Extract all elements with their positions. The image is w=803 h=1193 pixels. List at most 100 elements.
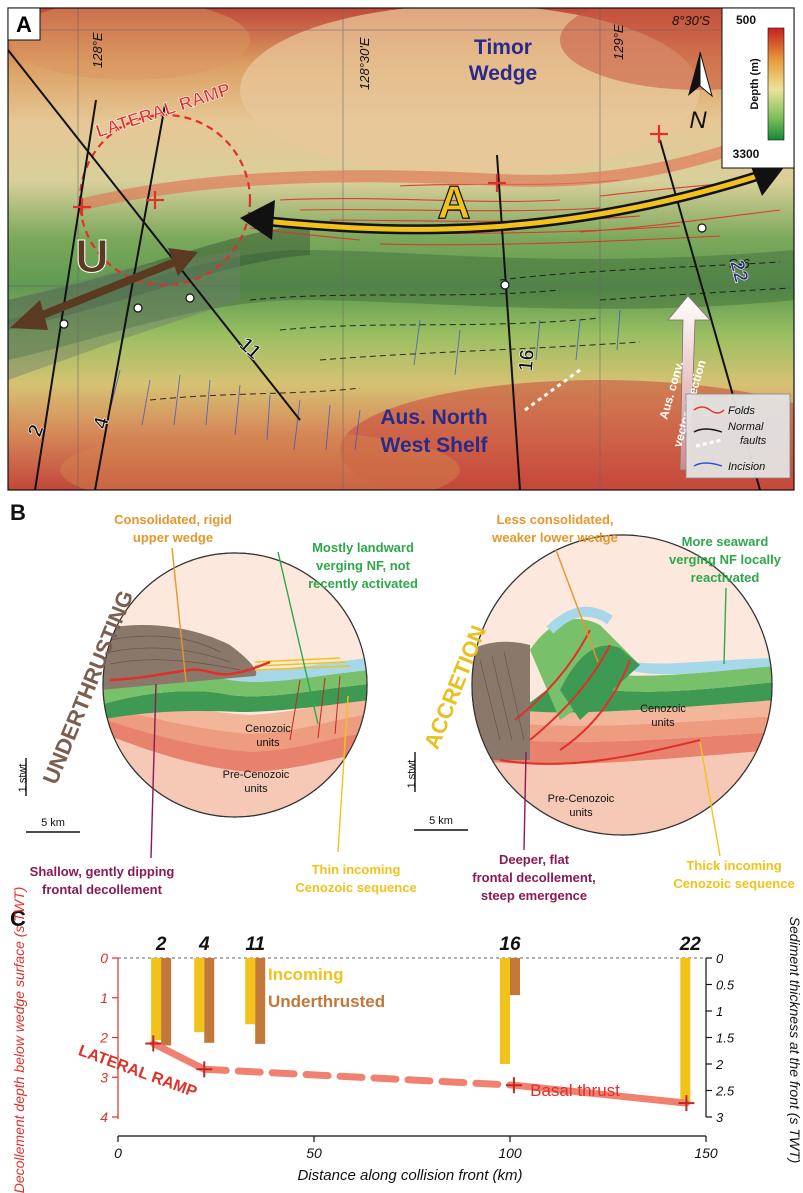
profile-number-2: 2 xyxy=(155,934,167,955)
timor-label-1: Timor xyxy=(474,36,532,59)
y-left-title: Decollement depth below wedge surface (s… xyxy=(11,887,27,1193)
y-right-tick-label: 2 xyxy=(715,1057,724,1072)
ut-top-2: upper wedge xyxy=(133,530,213,545)
bar-underthrusted-2 xyxy=(161,958,172,1046)
profile-number-22: 22 xyxy=(679,934,702,955)
key-normal-2: faults xyxy=(740,435,767,447)
y-right-tick-label: 3 xyxy=(716,1110,724,1125)
ac-scale-h: 5 km xyxy=(429,815,453,827)
ut-nf-3: recently activated xyxy=(308,576,418,591)
bar-incoming-11 xyxy=(245,958,256,1025)
legend-incoming: Incoming xyxy=(268,965,344,984)
ac-top-1: Less consolidated, xyxy=(496,512,613,527)
bar-incoming-2 xyxy=(151,958,162,1041)
y-left-tick-label: 3 xyxy=(100,1069,108,1085)
legend-underthrusted: Underthrusted xyxy=(268,992,385,1011)
underthrusting-arrow xyxy=(28,254,187,324)
big-a-label: A xyxy=(437,176,470,228)
key-normal-1: Normal xyxy=(728,421,764,433)
ut-dec-1: Shallow, gently dipping xyxy=(30,864,175,879)
ac-thick-2: Cenozoic sequence xyxy=(673,876,794,891)
ac-dec-3: steep emergence xyxy=(481,888,587,903)
ut-scale-h: 5 km xyxy=(41,817,65,829)
panel-a-letter: A xyxy=(16,12,32,37)
basal-thrust-label: Basal thrust xyxy=(530,1081,620,1100)
lon-label-2: 128°30'E xyxy=(357,37,372,90)
timor-label-2: Wedge xyxy=(469,62,537,85)
y-right-title: Sediment thickness at the front (s TWT) xyxy=(787,917,803,1164)
bar-incoming-16 xyxy=(500,958,510,1064)
big-u-label: U xyxy=(75,230,108,282)
ac-nf-3: reactivated xyxy=(691,570,760,585)
accretion-section: ACCRETION Less consolidated, weaker lowe… xyxy=(406,512,795,903)
bar-underthrusted-11 xyxy=(255,958,266,1044)
legend-bottom: 3300 xyxy=(733,147,760,161)
ut-thin-1: Thin incoming xyxy=(312,862,401,877)
north-arrow: N xyxy=(688,51,713,134)
y-left-tick-label: 2 xyxy=(99,1030,108,1046)
decollement-basal-segment xyxy=(510,1081,690,1107)
bar-underthrusted-4 xyxy=(204,958,215,1043)
ut-ceno-1: Cenozoic xyxy=(245,723,291,735)
x-axis-title: Distance along collision front (km) xyxy=(297,1167,522,1184)
panel-a: A 128°E 128°30'E 129°E 8°30'S 9°S 500 33… xyxy=(7,7,795,491)
ut-nf-1: Mostly landward xyxy=(312,540,414,555)
profile-number-11: 11 xyxy=(245,934,265,955)
legend-top: 500 xyxy=(736,13,756,27)
ac-nf-1: More seaward xyxy=(682,534,769,549)
x-tick-label: 100 xyxy=(498,1145,522,1161)
panel-c-letter: C xyxy=(10,906,26,931)
ac-dec-1: Deeper, flat xyxy=(499,852,570,867)
y-left-tick-label: 4 xyxy=(100,1109,108,1125)
decollement-inferred-segment xyxy=(200,1065,518,1089)
ac-pre-2: units xyxy=(569,807,593,819)
legend-title: Depth (m) xyxy=(749,58,761,110)
ut-dec-2: frontal decollement xyxy=(42,882,163,897)
y-right-tick-label: 0 xyxy=(716,951,724,966)
ac-dec-2: frontal decollement, xyxy=(472,870,596,885)
lat-label-2: 9°S xyxy=(729,256,750,271)
y-right-tick-label: 1.5 xyxy=(716,1031,735,1046)
bar-incoming-4 xyxy=(194,958,205,1033)
ac-pre-1: Pre-Cenozoic xyxy=(548,793,615,805)
shelf-label-2: West Shelf xyxy=(381,434,489,457)
ac-top-2: weaker lower wedge xyxy=(491,530,618,545)
decollement-ramp-segment xyxy=(149,1039,208,1073)
ac-ceno-2: units xyxy=(651,717,675,729)
y-right-tick-label: 1 xyxy=(716,1004,723,1019)
bar-underthrusted-16 xyxy=(510,958,520,996)
north-label: N xyxy=(689,107,707,134)
ac-nf-2: verging NF locally xyxy=(669,552,782,567)
lon-label-1: 128°E xyxy=(90,32,105,68)
x-tick-label: 150 xyxy=(694,1145,718,1161)
depth-legend: 500 3300 Depth (m) xyxy=(721,7,795,169)
x-tick-label: 0 xyxy=(114,1145,122,1161)
profile-number-4: 4 xyxy=(198,934,210,955)
ut-pre-1: Pre-Cenozoic xyxy=(223,769,290,781)
lat-label-1: 8°30'S xyxy=(672,13,710,28)
lon-label-3: 129°E xyxy=(611,24,626,60)
x-tick-label: 50 xyxy=(306,1145,322,1161)
shelf-label-1: Aus. North xyxy=(380,406,487,429)
underthrusting-section: UNDERTHRUSTING Consolidated, rigid upper… xyxy=(17,512,418,897)
bar-incoming-22 xyxy=(680,958,691,1104)
ac-scale-v: 1 stwt xyxy=(406,760,418,789)
panel-b-letter: B xyxy=(10,500,26,525)
ut-scale-v: 1 stwt xyxy=(17,764,29,793)
key-incision: Incision xyxy=(728,461,765,473)
ac-thick-1: Thick incoming xyxy=(686,858,781,873)
ut-nf-2: verging NF, not xyxy=(316,558,411,573)
y-right-tick-label: 2.5 xyxy=(715,1084,735,1099)
y-left-tick-label: 1 xyxy=(100,990,108,1006)
ac-ceno-1: Cenozoic xyxy=(640,703,686,715)
y-right-tick-label: 0.5 xyxy=(716,978,735,993)
key-folds: Folds xyxy=(728,405,755,417)
ut-pre-2: units xyxy=(244,783,268,795)
y-left-tick-label: 0 xyxy=(100,950,108,966)
ut-thin-2: Cenozoic sequence xyxy=(295,880,416,895)
ut-top-1: Consolidated, rigid xyxy=(114,512,232,527)
profile-label-16: 16 xyxy=(515,348,539,372)
